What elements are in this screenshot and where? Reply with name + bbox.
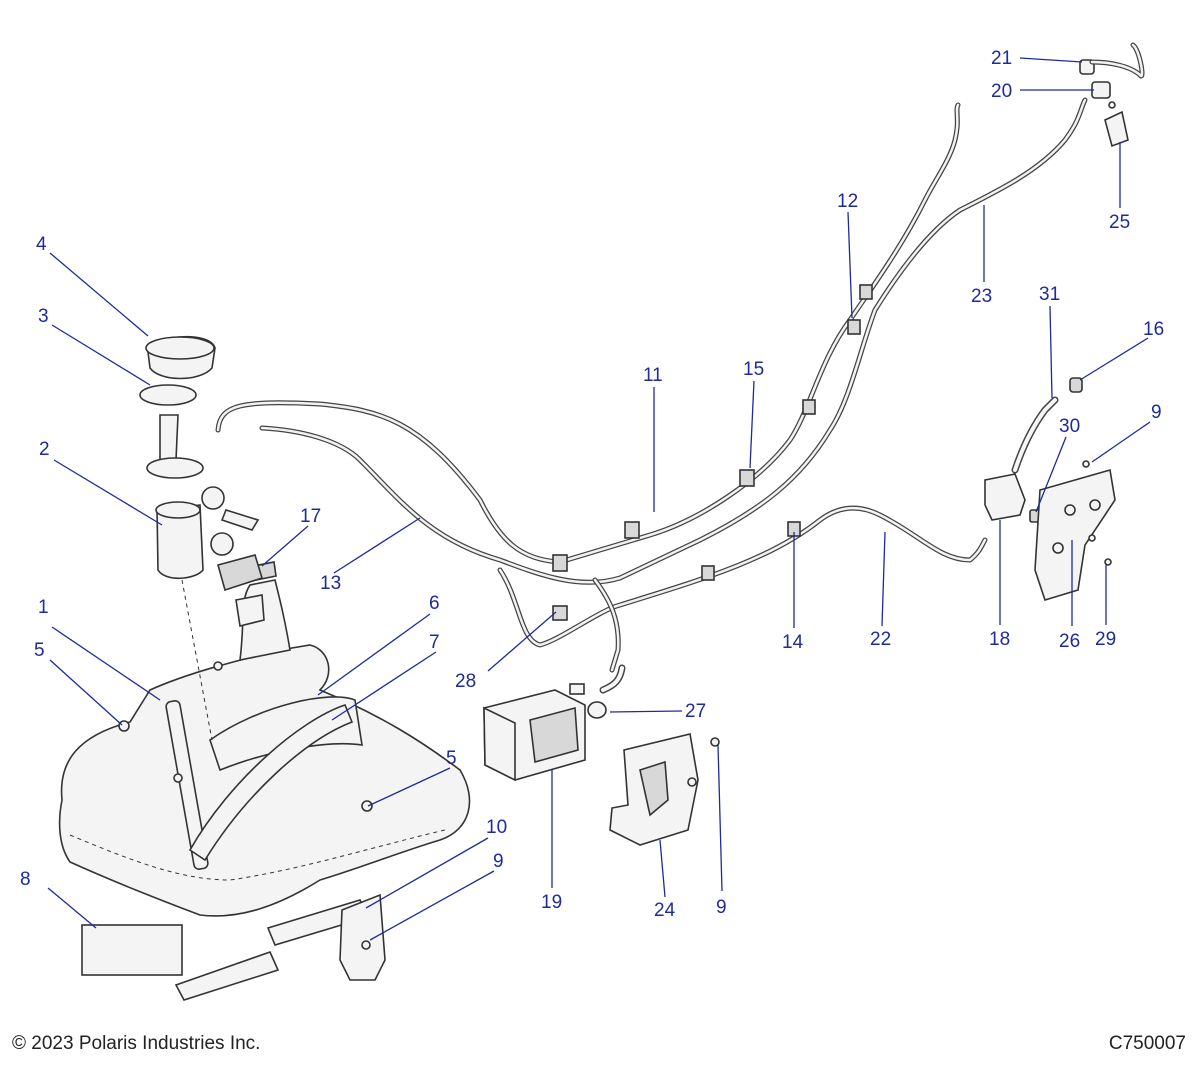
callout-25: 25 [1109,212,1130,233]
callout-24: 24 [654,900,676,921]
tank-fasteners [118,661,373,812]
filler-cap [217,554,265,627]
callout-4: 4 [36,234,47,255]
tank-straps [188,696,363,862]
callout-1: 1 [38,597,49,618]
callout-20: 20 [991,81,1012,102]
callout-16: 16 [1143,319,1164,340]
vent-hose [587,664,626,719]
tank-bracket [339,893,386,981]
callout-13: 13 [320,573,341,594]
drawing-code: C750007 [1108,1033,1186,1054]
callout-11: 11 [643,365,663,386]
callout-14: 14 [782,632,804,653]
callout-23: 23 [971,286,992,307]
callout-7: 7 [429,632,440,653]
callout-26: 26 [1059,631,1080,652]
callout-22: 22 [870,629,891,650]
callout-9a: 9 [493,851,504,872]
callout-28: 28 [455,671,476,692]
callout-29: 29 [1095,629,1116,650]
callout-9b: 9 [716,897,727,918]
callout-9c: 9 [1151,402,1162,423]
callout-21: 21 [991,48,1012,69]
callout-15: 15 [743,359,764,380]
copyright-notice: © 2023 Polaris Industries Inc. [12,1033,261,1054]
clip-25 [1104,101,1129,148]
callout-numbers: 1 2 3 4 5 5 6 7 8 9 9 9 10 11 12 13 14 1… [20,48,1164,921]
tank-strap-left [165,700,209,870]
fuel-lines [215,42,1145,673]
callout-5a: 5 [34,640,45,661]
callout-18: 18 [989,629,1010,650]
callout-6: 6 [429,593,440,614]
callout-5b: 5 [446,748,457,769]
leader-lines [47,57,1151,941]
callout-31: 31 [1039,284,1060,305]
line-clips [552,284,873,621]
callout-17: 17 [300,506,321,527]
callout-12: 12 [837,191,858,212]
callout-8: 8 [20,869,31,890]
callout-2: 2 [39,439,50,460]
callout-10: 10 [486,817,507,838]
evap-canister [483,683,586,782]
callout-27: 27 [685,701,706,722]
callout-30: 30 [1059,416,1080,437]
callout-19: 19 [541,892,562,913]
fuel-pump-assembly [139,335,260,741]
valve-bracket [1034,460,1116,601]
callout-3: 3 [38,306,49,327]
canister-bracket [609,733,720,846]
